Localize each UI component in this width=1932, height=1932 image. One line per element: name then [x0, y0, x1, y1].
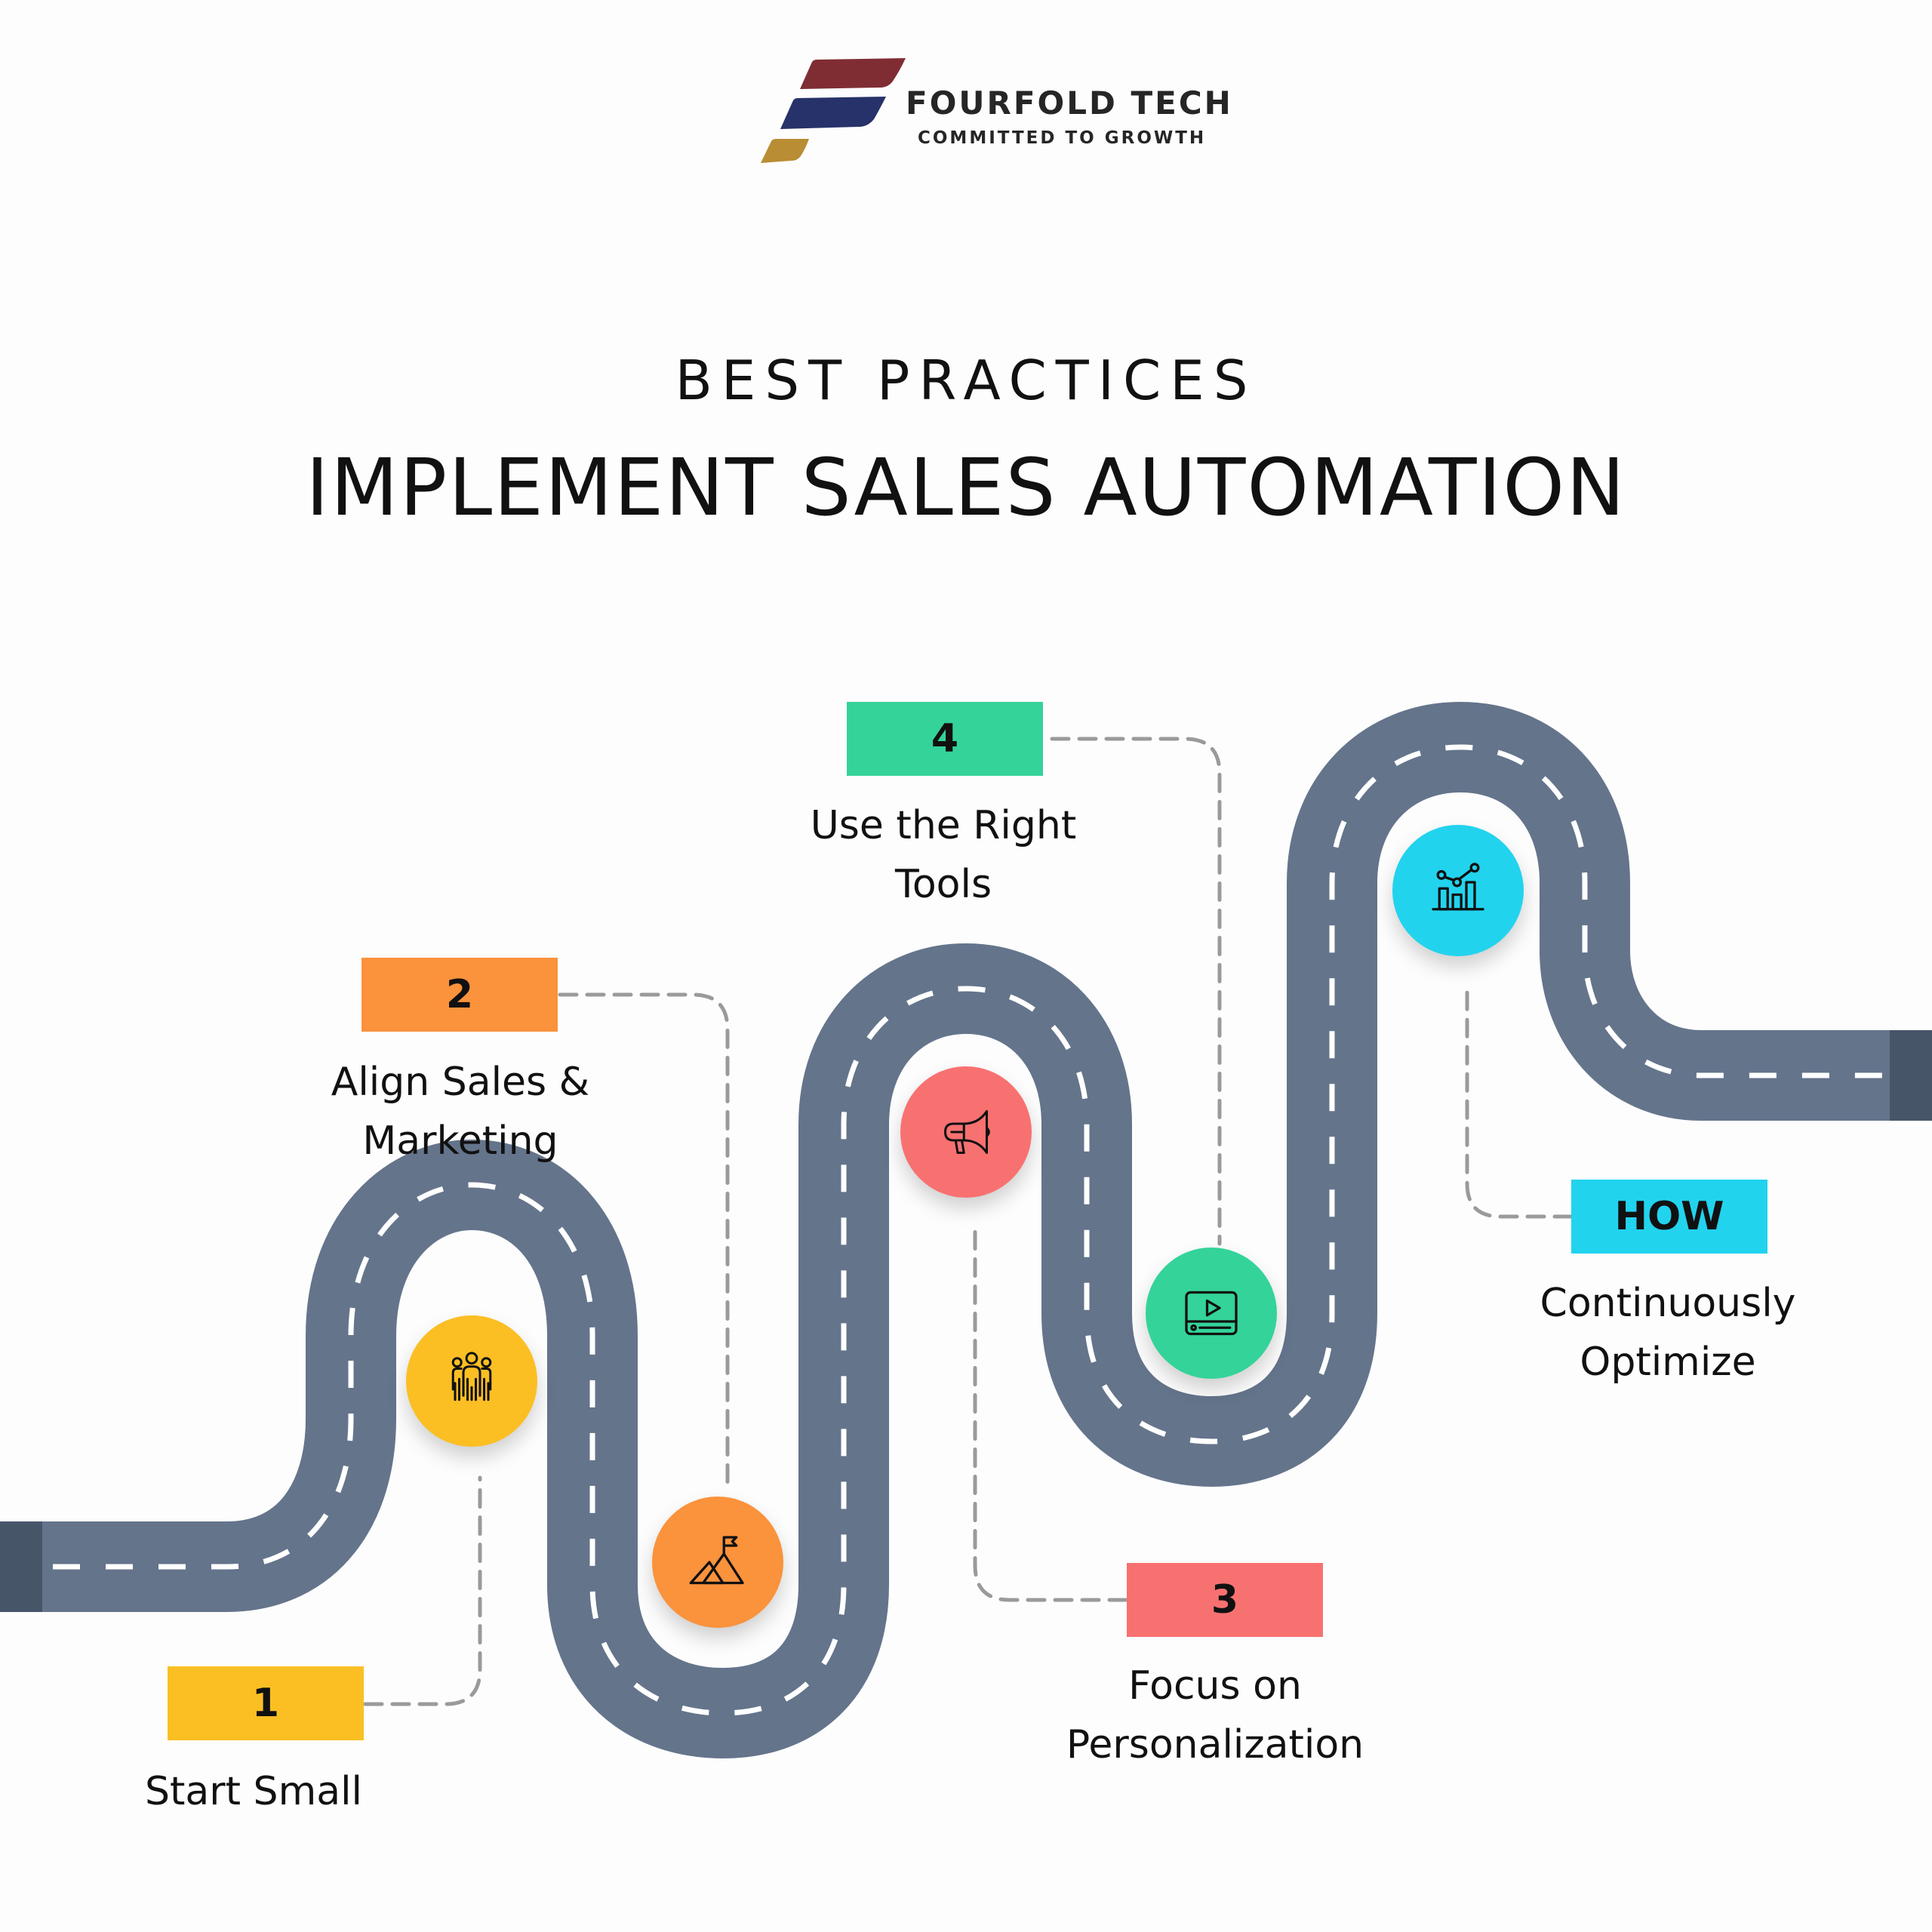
page-title: IMPLEMENT SALES AUTOMATION	[306, 441, 1626, 534]
step-4-label-line-1: Use the Right	[810, 803, 1077, 848]
step-4-marker[interactable]	[1146, 1247, 1277, 1379]
logo-mark-icon	[761, 58, 906, 163]
step-5-marker[interactable]	[1392, 825, 1524, 956]
step-1-label-line-1: Start Small	[145, 1769, 362, 1814]
connector-step-5	[1465, 985, 1574, 1219]
step-3-badge: 3	[1127, 1563, 1323, 1637]
connector-step-4	[1050, 737, 1222, 1246]
step-2-badge: 2	[361, 958, 558, 1032]
step-5-badge: HOW	[1571, 1180, 1767, 1254]
step-4-badge: 4	[847, 702, 1043, 776]
step-5-label-line-2: Optimize	[1580, 1340, 1756, 1385]
step-2-label-line-2: Marketing	[362, 1118, 558, 1164]
step-3-label-line-1: Focus on	[1128, 1663, 1302, 1709]
connector-step-1	[363, 1475, 482, 1706]
brand-tagline: COMMITTED TO GROWTH	[918, 128, 1207, 148]
megaphone-icon	[943, 1109, 990, 1155]
page-subtitle: BEST PRACTICES	[675, 349, 1257, 412]
logo-stripe-red	[800, 58, 906, 89]
step-2-label: Align Sales & Marketing	[317, 1053, 604, 1171]
step-3-label-line-2: Personalization	[1066, 1722, 1364, 1767]
road-end-cap	[1890, 1030, 1932, 1121]
analytics-chart-icon	[1432, 863, 1484, 911]
step-2-label-line-1: Align Sales &	[331, 1060, 590, 1105]
step-1-marker[interactable]	[406, 1315, 537, 1447]
step-4-label-line-2: Tools	[894, 862, 992, 907]
brand-logo: FOURFOLD TECH COMMITTED TO GROWTH	[752, 57, 1231, 171]
step-3-marker[interactable]	[900, 1066, 1032, 1198]
logo-stripe-gold	[761, 139, 809, 163]
brand-name: FOURFOLD TECH	[906, 85, 1233, 122]
video-player-icon	[1185, 1291, 1238, 1336]
road-center-line	[0, 744, 1932, 1716]
logo-stripe-blue	[780, 97, 886, 129]
step-5-label: Continuously Optimize	[1532, 1274, 1804, 1392]
connector-step-3	[973, 1228, 1128, 1602]
connector-step-2	[558, 992, 730, 1489]
step-4-label: Use the Right Tools	[800, 796, 1087, 914]
mountain-flag-icon	[689, 1536, 744, 1585]
step-5-label-line-1: Continuously	[1540, 1281, 1796, 1326]
step-3-label: Focus on Personalization	[1057, 1657, 1374, 1774]
team-icon	[451, 1352, 492, 1401]
step-1-badge: 1	[168, 1666, 364, 1740]
road-start-cap	[0, 1521, 42, 1612]
step-1-label: Start Small	[118, 1762, 389, 1821]
step-2-marker[interactable]	[652, 1497, 783, 1628]
